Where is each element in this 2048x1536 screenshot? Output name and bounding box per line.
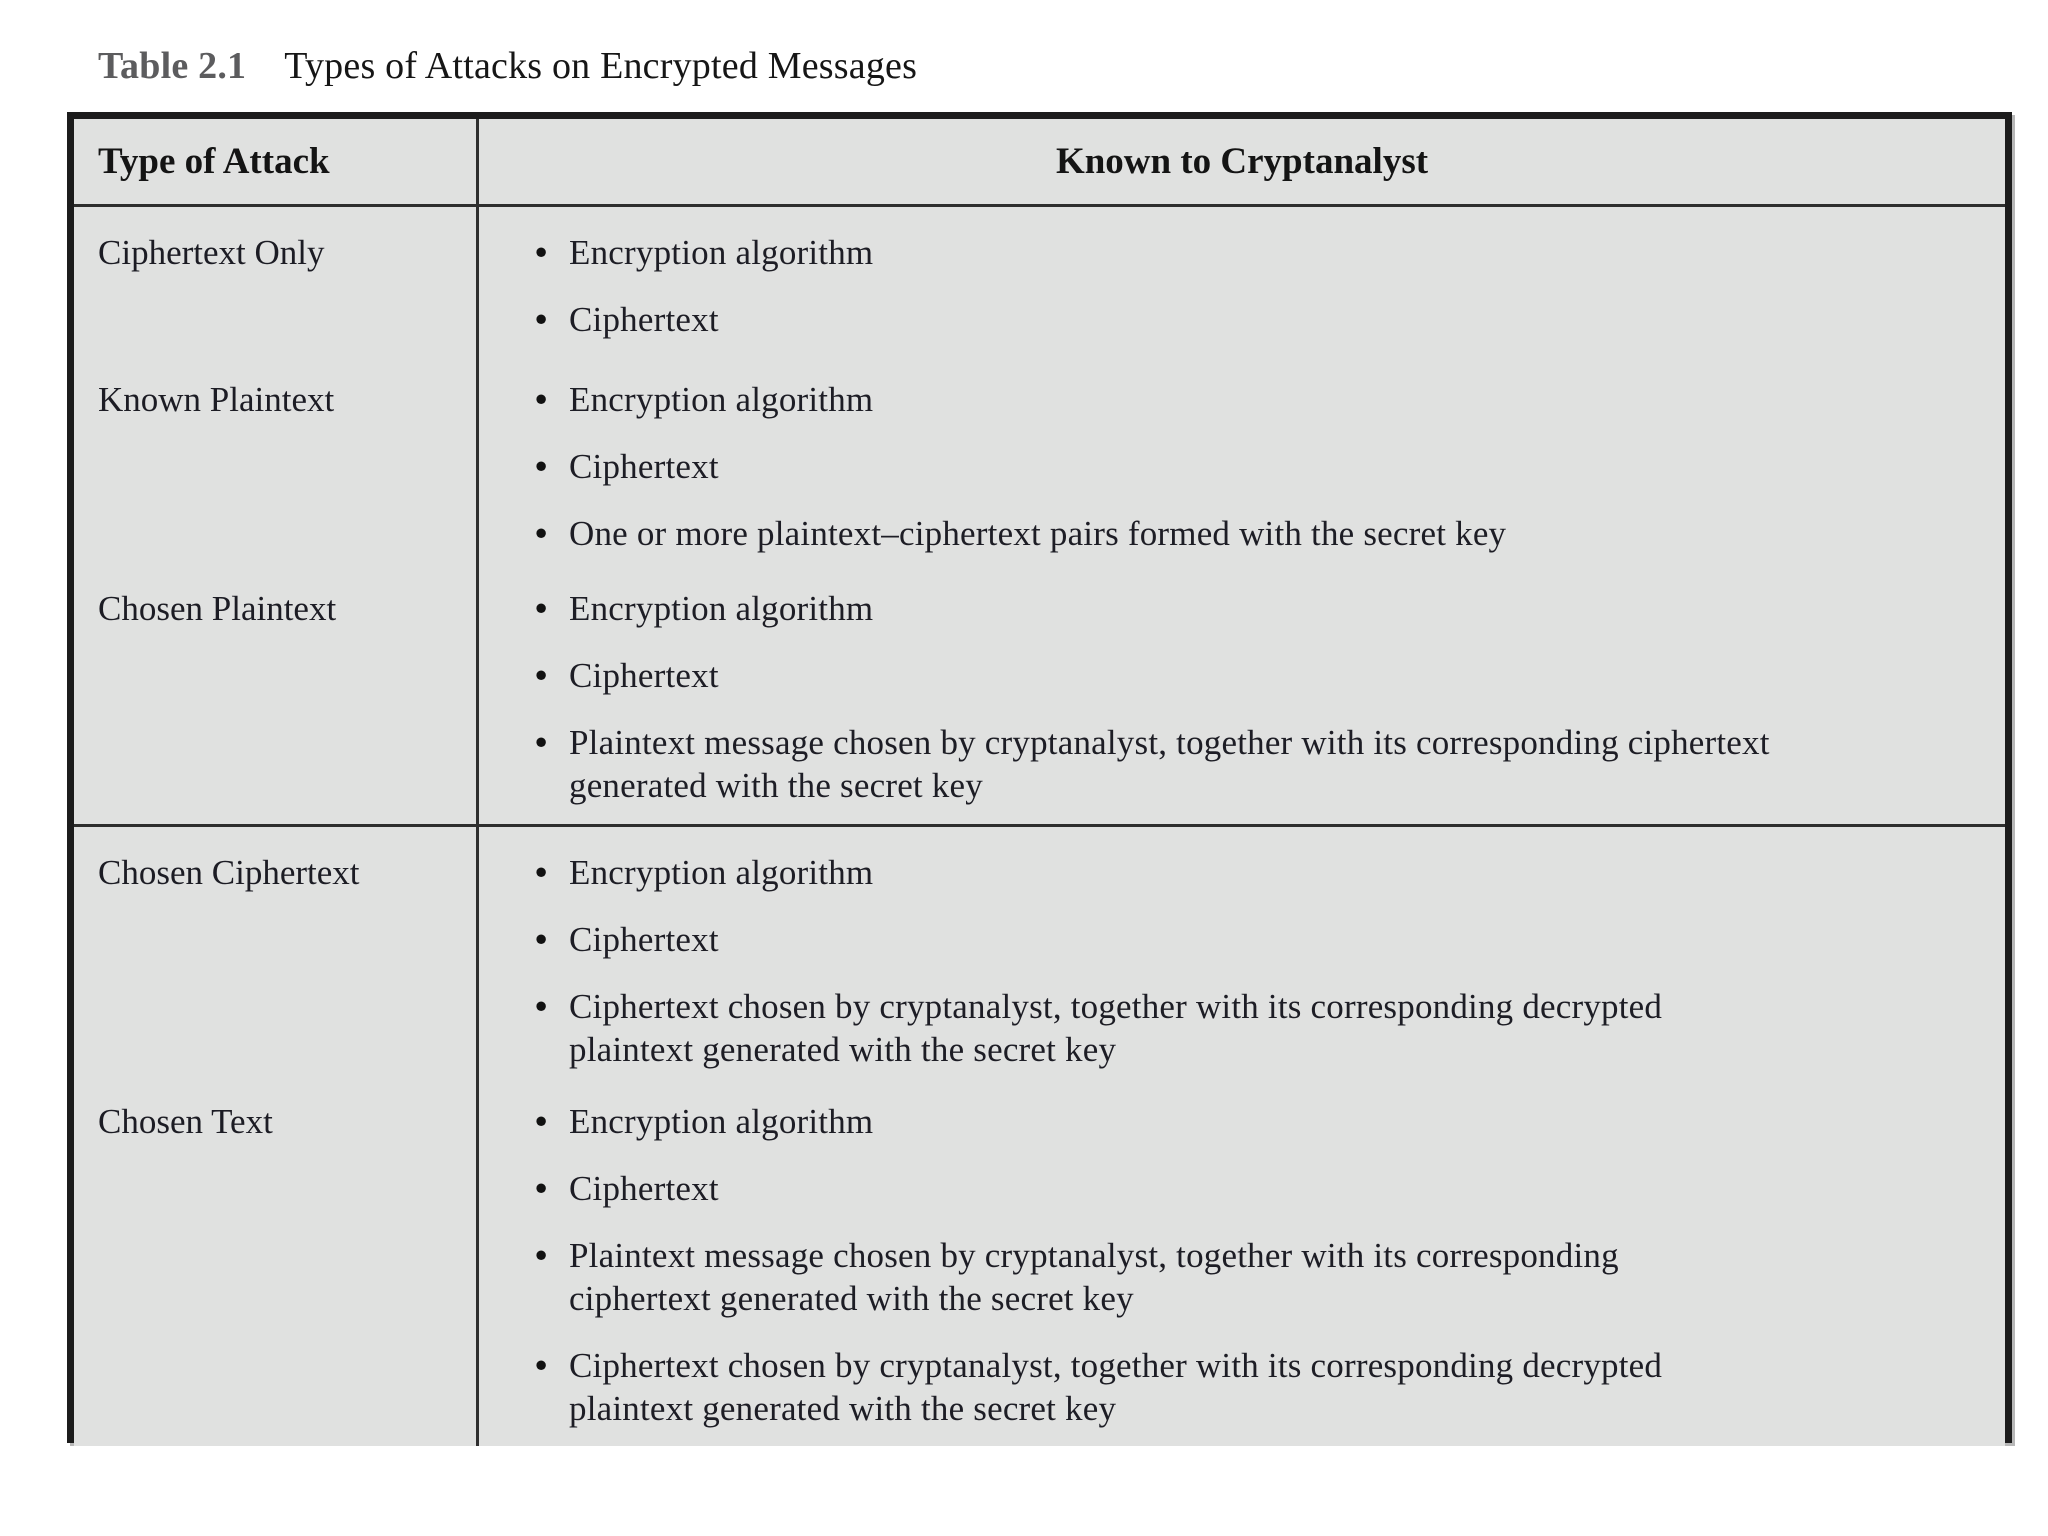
table-header-row: Type of Attack Known to Cryptanalyst — [74, 119, 2005, 207]
known-items-cell: • Encryption algorithm • Ciphertext • Plain… — [479, 1076, 2005, 1446]
bullet-icon: • — [535, 1169, 548, 1208]
bullet-icon: • — [535, 987, 548, 1026]
bullet-text: Encryption algorithm — [569, 589, 874, 628]
bullet-icon: • — [535, 920, 548, 959]
bullet-icon: • — [535, 380, 548, 419]
bullet-text: Encryption algorithm — [569, 233, 874, 272]
attacks-table: Type of Attack Known to Cryptanalyst Cip… — [67, 112, 2012, 1446]
bullet-item: • Ciphertext chosen by cryptanalyst, toge… — [535, 1344, 1985, 1430]
bullet-item: • Encryption algorithm — [535, 231, 1985, 274]
table-row: Chosen Text • Encryption algorithm • Ciphe… — [74, 1076, 2005, 1446]
bullet-item: • Encryption algorithm — [535, 587, 1985, 630]
bullet-text: Ciphertext — [569, 447, 719, 486]
bullet-icon: • — [535, 514, 548, 553]
attack-type-label: Chosen Text — [74, 1076, 479, 1446]
table-row: Ciphertext Only • Encryption algorithm • C… — [74, 207, 2005, 357]
table-caption-number: Table 2.1 — [98, 45, 247, 87]
bullet-icon: • — [535, 233, 548, 272]
header-cell-type-of-attack: Type of Attack — [74, 119, 479, 204]
bullet-icon: • — [535, 1346, 548, 1385]
bullet-item: • Encryption algorithm — [535, 851, 1985, 894]
table-caption: Table 2.1 Types of Attacks on Encrypted M… — [98, 44, 917, 88]
bullet-item: • Plaintext message chosen by cryptanalys… — [535, 1234, 1985, 1320]
bullet-list: • Encryption algorithm • Ciphertext • Plain… — [535, 587, 1985, 807]
bullet-item: • Ciphertext — [535, 445, 1985, 488]
bullet-item: • Ciphertext — [535, 1167, 1985, 1210]
bullet-item: • Ciphertext chosen by cryptanalyst, toge… — [535, 985, 1985, 1071]
bullet-text: Plaintext message chosen by cryptanalyst… — [569, 1236, 1619, 1318]
bullet-item: • Encryption algorithm — [535, 1100, 1985, 1143]
bullet-icon: • — [535, 656, 548, 695]
bullet-item: • Ciphertext — [535, 298, 1985, 341]
bullet-text: Ciphertext — [569, 300, 719, 339]
bullet-list: • Encryption algorithm • Ciphertext • One o… — [535, 378, 1985, 555]
bullet-text: Ciphertext — [569, 920, 719, 959]
table-row: Chosen Ciphertext • Encryption algorithm … — [74, 827, 2005, 1087]
bullet-icon: • — [535, 853, 548, 892]
bullet-item: • Plaintext message chosen by cryptanalys… — [535, 721, 1985, 807]
known-items-cell: • Encryption algorithm • Ciphertext — [479, 207, 2005, 357]
header-cell-known-to-cryptanalyst: Known to Cryptanalyst — [479, 119, 2005, 204]
bullet-text: Encryption algorithm — [569, 380, 874, 419]
bullet-list: • Encryption algorithm • Ciphertext • Plain… — [535, 1100, 1985, 1430]
attack-type-label: Known Plaintext — [74, 354, 479, 571]
bullet-text: Ciphertext — [569, 656, 719, 695]
known-items-cell: • Encryption algorithm • Ciphertext • Ciphe… — [479, 827, 2005, 1087]
bullet-icon: • — [535, 447, 548, 486]
bullet-text: Ciphertext chosen by cryptanalyst, toget… — [569, 1346, 1663, 1428]
table-row: Known Plaintext • Encryption algorithm • C… — [74, 354, 2005, 571]
table-row: Chosen Plaintext • Encryption algorithm •… — [74, 563, 2005, 827]
bullet-icon: • — [535, 589, 548, 628]
bullet-icon: • — [535, 300, 548, 339]
attack-type-label: Chosen Plaintext — [74, 563, 479, 824]
bullet-icon: • — [535, 1102, 548, 1141]
bullet-text: Plaintext message chosen by cryptanalyst… — [569, 723, 1770, 805]
bullet-list: • Encryption algorithm • Ciphertext • Ciphe… — [535, 851, 1985, 1071]
known-items-cell: • Encryption algorithm • Ciphertext • Plain… — [479, 563, 2005, 824]
bullet-item: • Ciphertext — [535, 654, 1985, 697]
bullet-list: • Encryption algorithm • Ciphertext — [535, 231, 1985, 341]
bullet-item: • Ciphertext — [535, 918, 1985, 961]
bullet-item: • Encryption algorithm — [535, 378, 1985, 421]
attack-type-label: Chosen Ciphertext — [74, 827, 479, 1087]
bullet-item: • One or more plaintext–ciphertext pairs … — [535, 512, 1985, 555]
bullet-text: Encryption algorithm — [569, 1102, 874, 1141]
bullet-text: One or more plaintext–ciphertext pairs f… — [569, 514, 1507, 553]
bullet-text: Encryption algorithm — [569, 853, 874, 892]
bullet-text: Ciphertext chosen by cryptanalyst, toget… — [569, 987, 1663, 1069]
bullet-text: Ciphertext — [569, 1169, 719, 1208]
table-caption-title: Types of Attacks on Encrypted Messages — [284, 45, 918, 87]
bullet-icon: • — [535, 1236, 548, 1275]
attack-type-label: Ciphertext Only — [74, 207, 479, 357]
known-items-cell: • Encryption algorithm • Ciphertext • One o… — [479, 354, 2005, 571]
bullet-icon: • — [535, 723, 548, 762]
